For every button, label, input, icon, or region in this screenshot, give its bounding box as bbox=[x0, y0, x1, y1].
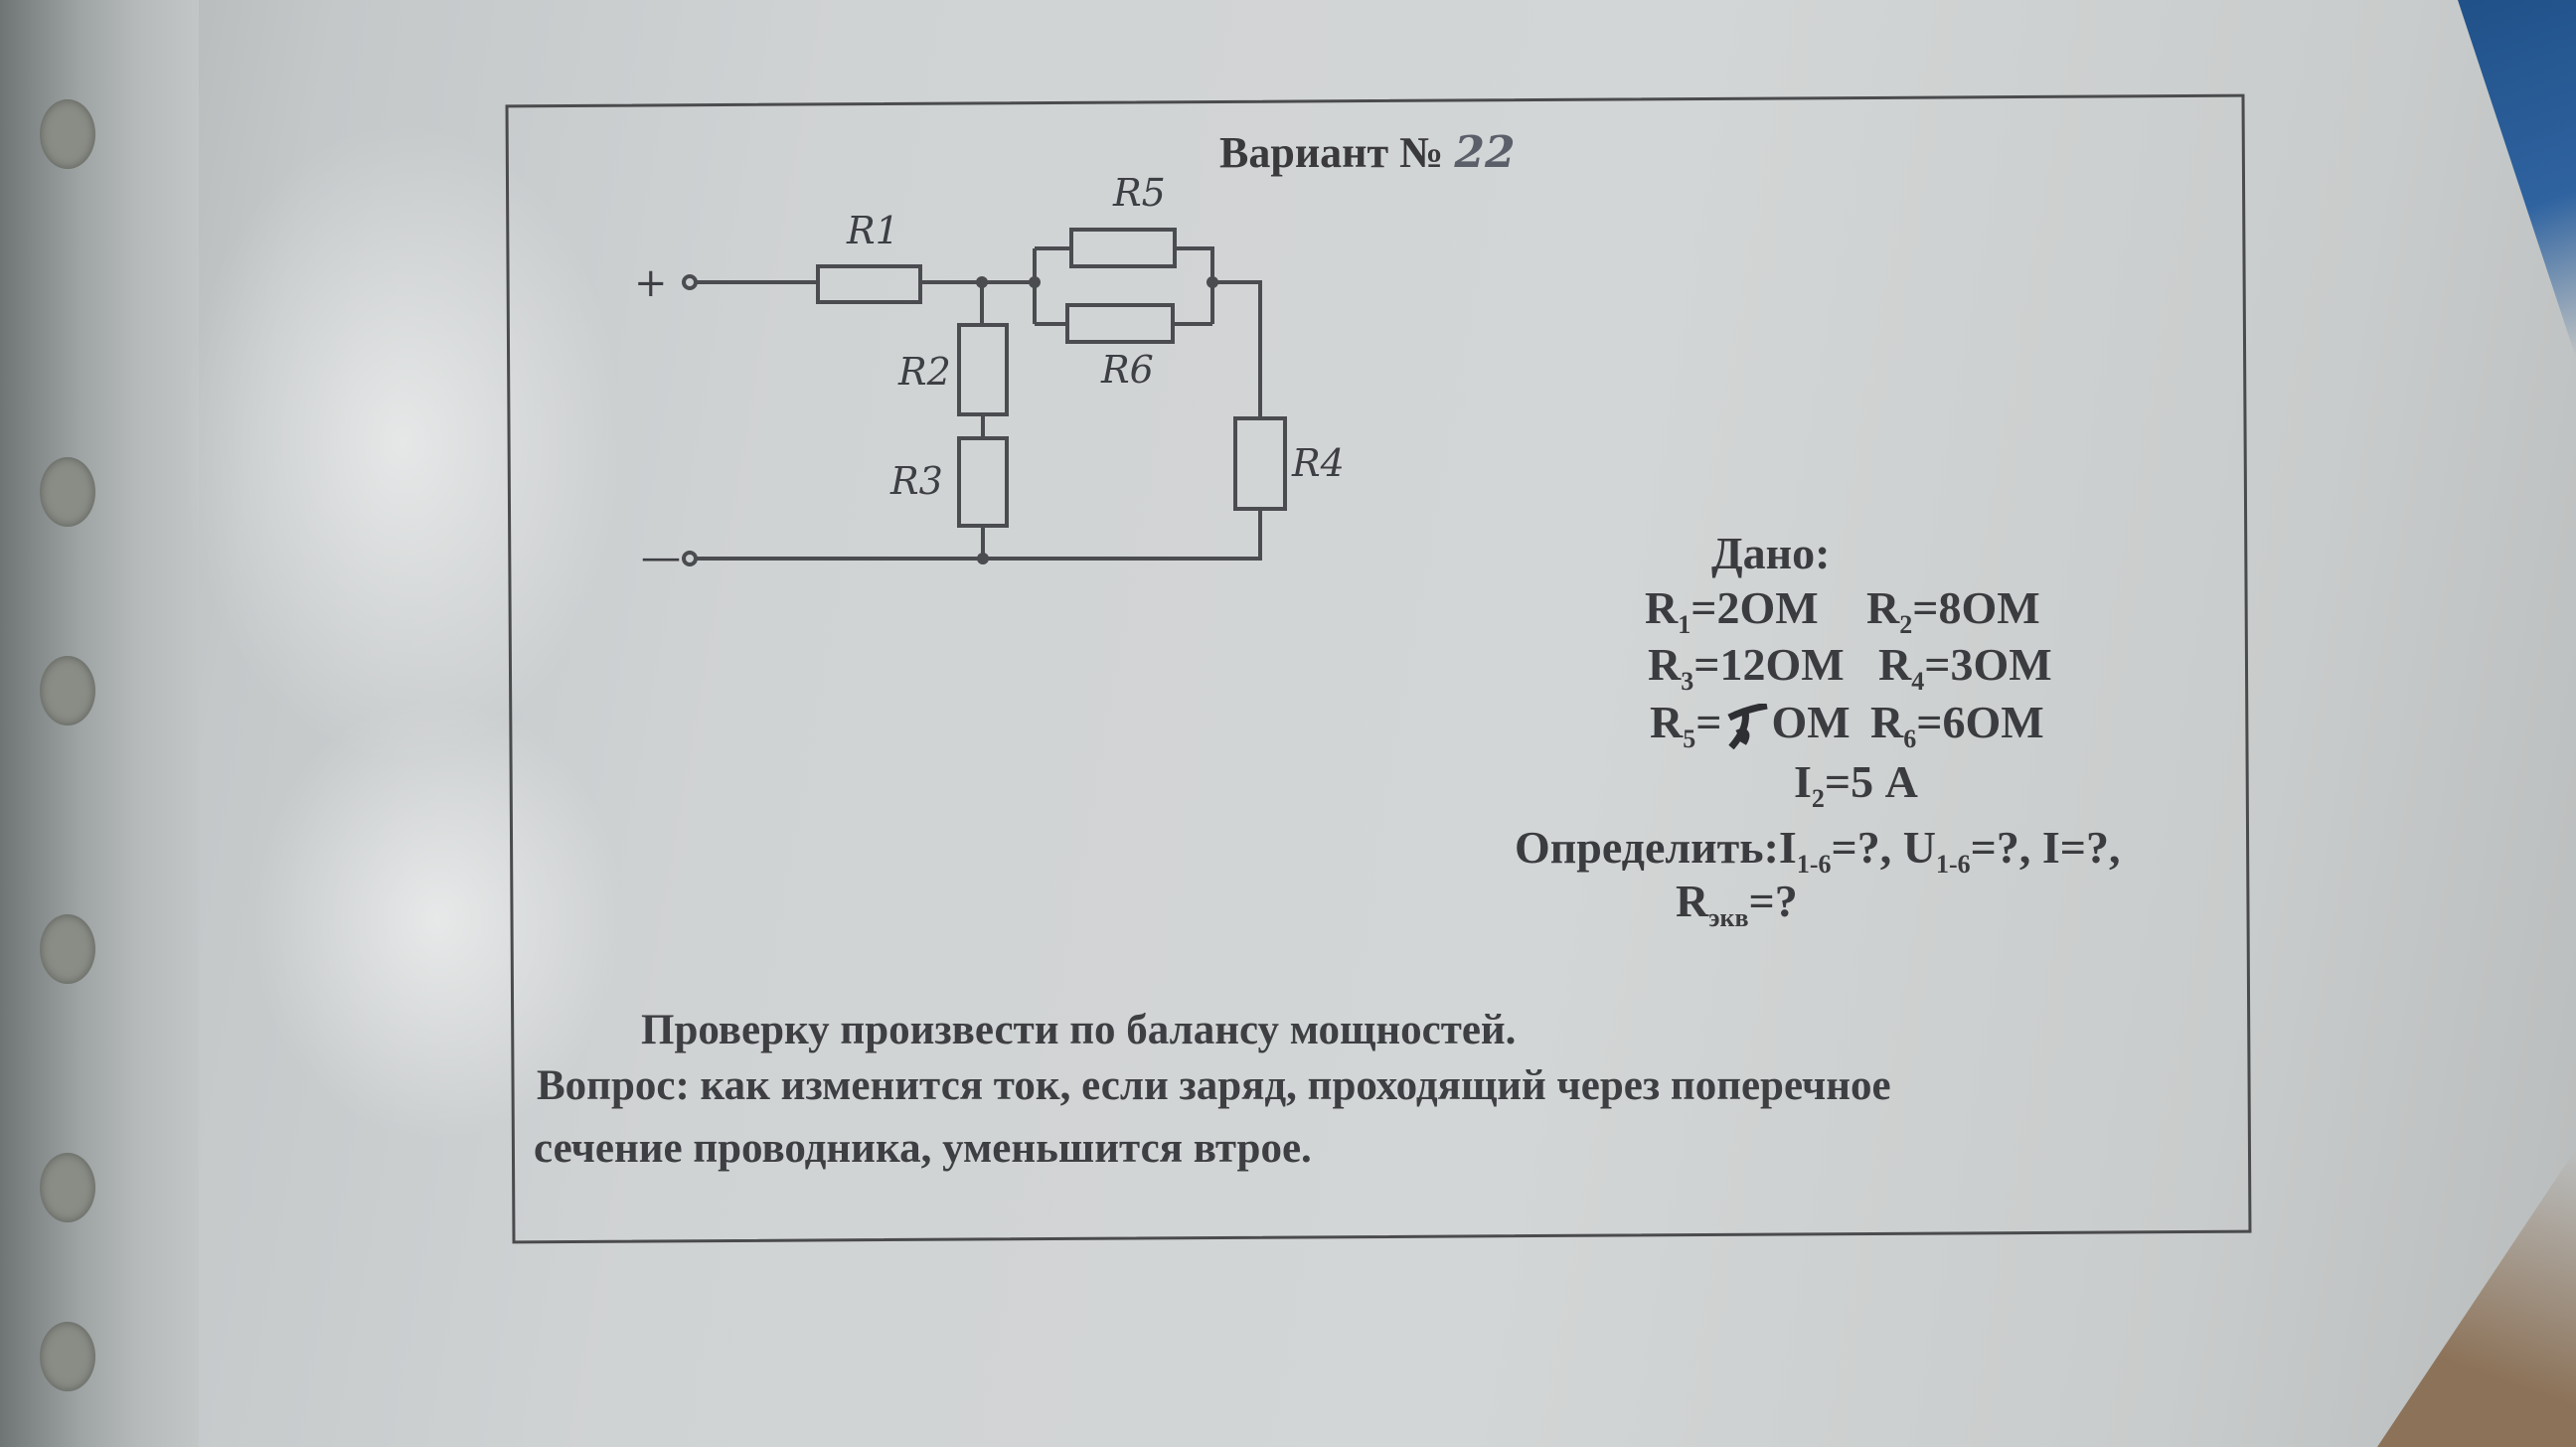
find-line: Определить:I1-6=?, U1-6=?, I=?, bbox=[1515, 821, 2120, 880]
binder-hole bbox=[40, 656, 95, 725]
resistor-r4 bbox=[1233, 416, 1287, 511]
sym: I bbox=[1794, 756, 1812, 807]
question-line-2: сечение проводника, уменьшится втрое. bbox=[534, 1125, 1312, 1172]
find-total-current: I=?, bbox=[2041, 822, 2121, 873]
r4-label: R4 bbox=[1292, 441, 1345, 485]
sub: экв bbox=[1708, 903, 1749, 933]
unit: ОМ bbox=[1771, 697, 1851, 747]
given-i2: I2=5 А bbox=[1794, 755, 1918, 814]
variant-title: Вариант № 22 bbox=[1219, 127, 1516, 178]
value: =6ОМ bbox=[1916, 697, 2044, 747]
binder-hole bbox=[40, 1153, 95, 1222]
given-r5: R5= ОМ bbox=[1650, 696, 1851, 754]
resistor-r3 bbox=[957, 436, 1009, 528]
check-instruction: Проверку произвести по балансу мощностей… bbox=[641, 1007, 1517, 1053]
given-r6: R6=6ОМ bbox=[1870, 696, 2044, 754]
junction-node bbox=[976, 276, 988, 288]
parallel-wire bbox=[1033, 246, 1214, 326]
sym: R bbox=[1878, 639, 1912, 690]
resistor-r5 bbox=[1069, 228, 1177, 268]
binder-hole bbox=[40, 457, 95, 527]
minus-label: — bbox=[641, 535, 681, 580]
r2-label: R2 bbox=[898, 350, 951, 394]
sub: 1-6 bbox=[1935, 850, 1971, 880]
r1-label: R1 bbox=[847, 209, 899, 252]
value: =? bbox=[1748, 876, 1798, 926]
binder-hole bbox=[40, 914, 95, 984]
given-r3: R3=12ОМ bbox=[1648, 638, 1845, 697]
sym: R bbox=[1866, 582, 1900, 633]
resistor-r2 bbox=[957, 323, 1009, 416]
sub: 1 bbox=[1678, 610, 1691, 640]
plus-terminal bbox=[682, 274, 698, 290]
value: =?, bbox=[1831, 822, 1892, 873]
equals: = bbox=[1695, 697, 1722, 747]
handwritten-scribble bbox=[1727, 704, 1769, 750]
sym: R bbox=[1870, 697, 1904, 747]
sym: R bbox=[1648, 639, 1682, 690]
sub: 5 bbox=[1683, 724, 1696, 754]
value: =8ОМ bbox=[1912, 582, 2040, 633]
plastic-sleeve bbox=[0, 0, 199, 1447]
question-text: как изменится ток, если заряд, проходящи… bbox=[689, 1062, 1891, 1109]
value: =2ОМ bbox=[1690, 582, 1819, 633]
given-heading: Дано: bbox=[1711, 528, 1831, 578]
sub: 3 bbox=[1681, 667, 1694, 697]
sym: U bbox=[1902, 822, 1936, 873]
r6-label: R6 bbox=[1101, 348, 1154, 392]
value: =3ОМ bbox=[1924, 639, 2052, 690]
sub: 6 bbox=[1903, 724, 1917, 754]
find-label: Определить: bbox=[1515, 822, 1779, 873]
binder-hole bbox=[40, 99, 95, 169]
r3-label: R3 bbox=[890, 459, 943, 503]
junction-node bbox=[1207, 276, 1218, 288]
variant-label: Вариант № bbox=[1219, 128, 1444, 177]
question-label: Вопрос: bbox=[537, 1062, 690, 1109]
given-r1: R1=2ОМ bbox=[1645, 581, 1819, 640]
light-glare bbox=[179, 119, 626, 765]
sym: R bbox=[1650, 697, 1684, 747]
value: =12ОМ bbox=[1693, 639, 1845, 690]
sym: R bbox=[1676, 876, 1709, 926]
value: =?, bbox=[1970, 822, 2031, 873]
resistor-r1 bbox=[816, 264, 922, 304]
sub: 1-6 bbox=[1796, 850, 1832, 880]
binder-hole bbox=[40, 1322, 95, 1391]
sub: 2 bbox=[1899, 610, 1913, 640]
resistor-r6 bbox=[1065, 303, 1175, 344]
junction-node bbox=[1029, 276, 1041, 288]
minus-terminal bbox=[682, 551, 698, 566]
light-glare bbox=[248, 696, 626, 1143]
sub: 2 bbox=[1811, 784, 1825, 814]
question-line-1: Вопрос: как изменится ток, если заряд, п… bbox=[537, 1061, 1891, 1110]
given-r4: R4=3ОМ bbox=[1878, 638, 2052, 697]
sym: R bbox=[1645, 582, 1679, 633]
find-req: Rэкв=? bbox=[1676, 875, 1798, 933]
sub: 4 bbox=[1911, 667, 1925, 697]
junction-node bbox=[977, 553, 989, 564]
variant-number: 22 bbox=[1454, 127, 1516, 178]
value: =5 А bbox=[1824, 756, 1918, 807]
r5-label: R5 bbox=[1113, 171, 1166, 215]
plus-label: + bbox=[634, 260, 668, 306]
given-r2: R2=8ОМ bbox=[1866, 581, 2040, 640]
sym: I bbox=[1778, 822, 1797, 873]
